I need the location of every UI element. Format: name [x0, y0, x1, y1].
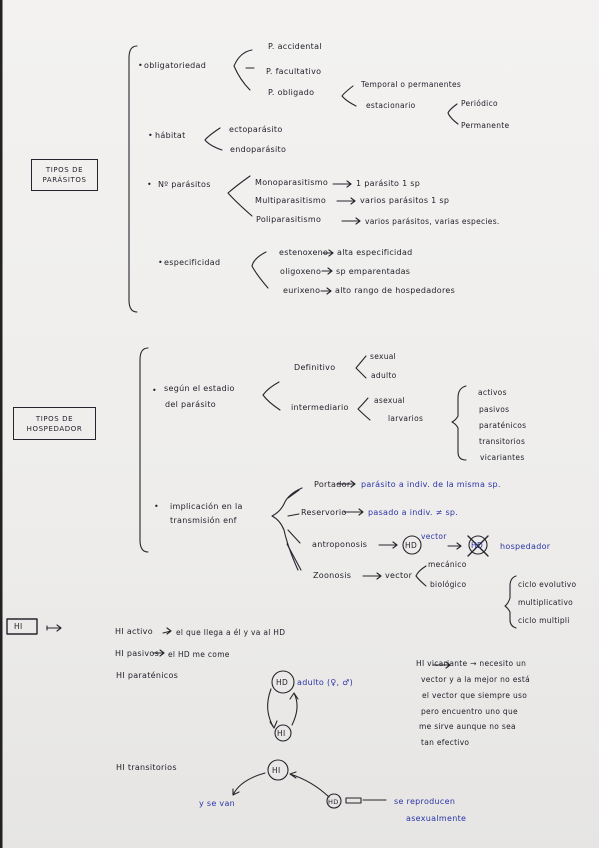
transitorios-hi-circle: HI	[272, 766, 281, 775]
antroponosis-hd-circle: HD	[405, 541, 418, 550]
bullet-dot: •	[138, 61, 144, 70]
obligatoriedad-label: obligatoriedad	[144, 61, 207, 70]
intermediario-pasivos: pasivos	[479, 405, 510, 414]
intermediario-larvarios: larvarios	[388, 414, 424, 423]
p-accidental: P. accidental	[268, 42, 322, 51]
hi-activo-prefix: HI activo	[115, 627, 153, 636]
zoonosis-result: vector	[385, 571, 413, 580]
antroponosis-result: hospedador	[500, 542, 551, 551]
p-obligado: P. obligado	[268, 88, 315, 97]
oligoxeno: oligoxeno	[280, 267, 322, 276]
definitivo-sexual: sexual	[370, 352, 397, 361]
poliparasitismo-result: varios parásitos, varias especies.	[365, 217, 500, 226]
bullet-dot: •	[147, 180, 153, 189]
multiparasitismo: Multiparasitismo	[255, 196, 327, 205]
vicariante-line: vector y a la mejor no está	[421, 675, 530, 684]
eurixeno-result: alto rango de hospedadores	[335, 286, 456, 295]
vicariante-line: tan efectivo	[421, 738, 470, 747]
temporal-permanentes: Temporal o permanentes	[361, 80, 462, 89]
antroponosis-term: antroponosis	[312, 540, 368, 549]
paratenicos-adult-note: adulto (♀, ♂)	[297, 678, 354, 687]
paratenicos-hd-circle: HD	[276, 678, 289, 687]
ectoparasito: ectoparásito	[229, 125, 283, 134]
bullet-dot: •	[154, 502, 160, 511]
eurixeno: eurixeno	[283, 286, 321, 295]
hi-pasivos-prefix: HI pasivos	[115, 649, 160, 658]
periodico: Periódico	[461, 99, 498, 108]
bullet-dot: •	[152, 386, 158, 395]
estacionario: estacionario	[366, 101, 416, 110]
multiparasitismo-result: varios parásitos 1 sp	[360, 196, 450, 205]
parasite-types-box: TIPOS DE PARÁSITOS	[31, 159, 98, 191]
especificidad-label: especificidad	[164, 258, 221, 267]
intermediario-label: intermediario	[291, 403, 349, 412]
host-types-line1: TIPOS DE	[35, 414, 74, 423]
estadio-label-1: según el estadio	[164, 384, 235, 393]
crossed-hd: HD	[471, 541, 484, 550]
monoparasitismo: Monoparasitismo	[255, 178, 329, 187]
cycle-multiplicativo: multiplicativo	[518, 598, 574, 607]
bullet-dot: •	[148, 131, 154, 140]
antroponosis-vector-note: vector	[421, 532, 447, 541]
n-parasitos-label: Nº parásitos	[158, 180, 211, 189]
reservorio-result: pasado a indiv. ≠ sp.	[368, 508, 459, 517]
portador-term: Portador	[314, 480, 351, 489]
host-types-line2: HOSPEDADOR	[26, 424, 83, 433]
paratenicos-hi-circle: HI	[277, 729, 286, 738]
vicariante-line: me sirve aunque no sea	[419, 722, 516, 731]
definitivo-adulto: adulto	[371, 371, 397, 380]
vicariante-line: pero encuentro uno que	[421, 707, 518, 716]
parasite-types-line1: TIPOS DE	[45, 166, 84, 174]
reservorio-term: Reservorio	[301, 508, 347, 517]
estadio-label-2: del parásito	[165, 400, 216, 409]
intermediario-transitorios: transitorios	[479, 437, 526, 446]
intermediario-paratenicos: paraténicos	[479, 421, 527, 430]
zoonosis-term: Zoonosis	[313, 571, 352, 580]
host-types-box: TIPOS DE HOSPEDADOR	[13, 407, 96, 440]
estenoxeno: estenoxeno	[279, 248, 329, 257]
bullet-dot: •	[158, 258, 164, 267]
transitorios-se-van: y se van	[199, 799, 236, 808]
zoonosis-biologico: biológico	[430, 580, 467, 589]
monoparasitismo-result: 1 parásito 1 sp	[356, 179, 421, 188]
poliparasitismo: Poliparasitismo	[256, 215, 322, 224]
intermediario-vicariantes: vicariantes	[480, 453, 525, 462]
cycle-evolutivo: ciclo evolutivo	[518, 580, 577, 589]
definitivo-label: Definitivo	[294, 363, 336, 372]
transitorios-hd-circle: HD	[328, 798, 339, 806]
cycle-multipli: ciclo multipli	[518, 616, 570, 625]
permanente: Permanente	[461, 121, 510, 130]
portador-result: parásito a indiv. de la misma sp.	[361, 480, 501, 489]
parasite-types-line2: PARÁSITOS	[42, 176, 87, 184]
hi-activo-text: el que llega a él y va al HD	[176, 628, 286, 637]
habitat-label: hábitat	[155, 131, 186, 140]
estenoxeno-result: alta especificidad	[337, 248, 413, 257]
transmision-label-1: implicación en la	[170, 502, 243, 511]
transitorios-reproducen: se reproducen	[394, 797, 456, 806]
endoparasito: endoparásito	[230, 145, 287, 154]
vicariante-line: el vector que siempre uso	[422, 691, 528, 700]
oligoxeno-result: sp emparentadas	[336, 267, 411, 276]
intermediario-activos: activos	[478, 388, 507, 397]
hi-pasivos-text: el HD me come	[168, 650, 230, 659]
zoonosis-mecanico: mecánico	[428, 560, 467, 569]
intermediario-asexual: asexual	[374, 396, 405, 405]
hi-paratenicos-prefix: HI paraténicos	[116, 671, 179, 680]
vicariante-line: HI vicariante → necesito un	[416, 659, 527, 668]
transmision-label-2: transmisión enf	[170, 516, 237, 525]
hi-box-label: HI	[14, 622, 23, 631]
transitorios-asexualmente: asexualmente	[406, 814, 467, 823]
hi-transitorios-prefix: HI transitorios	[116, 763, 177, 772]
p-facultativo: P. facultativo	[266, 67, 322, 76]
